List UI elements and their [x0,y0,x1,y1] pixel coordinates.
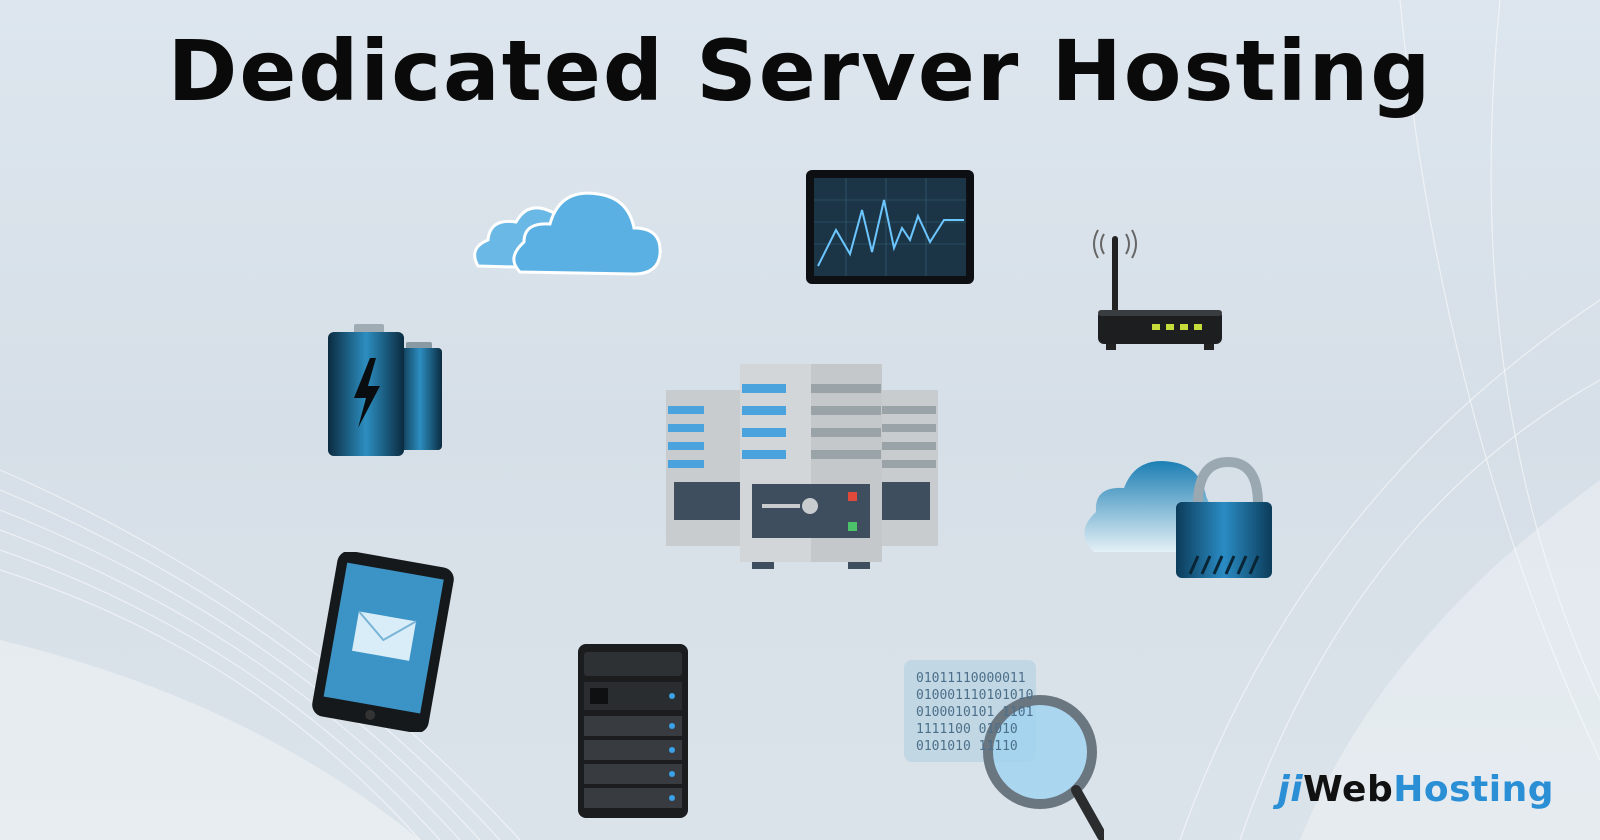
brand-logo: jiWebHosting [1277,769,1554,810]
monitor-chart-icon [806,170,974,284]
binary-search-icon [904,660,1104,840]
logo-hosting: Hosting [1393,769,1554,810]
battery-icon [328,324,442,456]
router-icon [1093,229,1222,350]
cloud-lock-icon [1084,456,1272,578]
page-title: Dedicated Server Hosting [167,22,1433,120]
logo-ji: ji [1277,769,1304,810]
server-stack-icon [666,364,938,569]
binary-line: 1111100 01010 [916,722,1018,737]
cloud-icon [473,191,662,276]
tablet-mail-icon [312,552,454,732]
binary-line: 01011110000011 [916,671,1026,686]
binary-line: 010001110101010 [916,688,1034,703]
binary-line: 0101010 11110 [916,739,1018,754]
tower-server-icon [578,644,688,818]
logo-web: Web [1303,769,1394,810]
binary-line: 0100010101 1101 [916,705,1034,720]
binary-text: 01011110000011 010001110101010 010001010… [916,670,1036,755]
